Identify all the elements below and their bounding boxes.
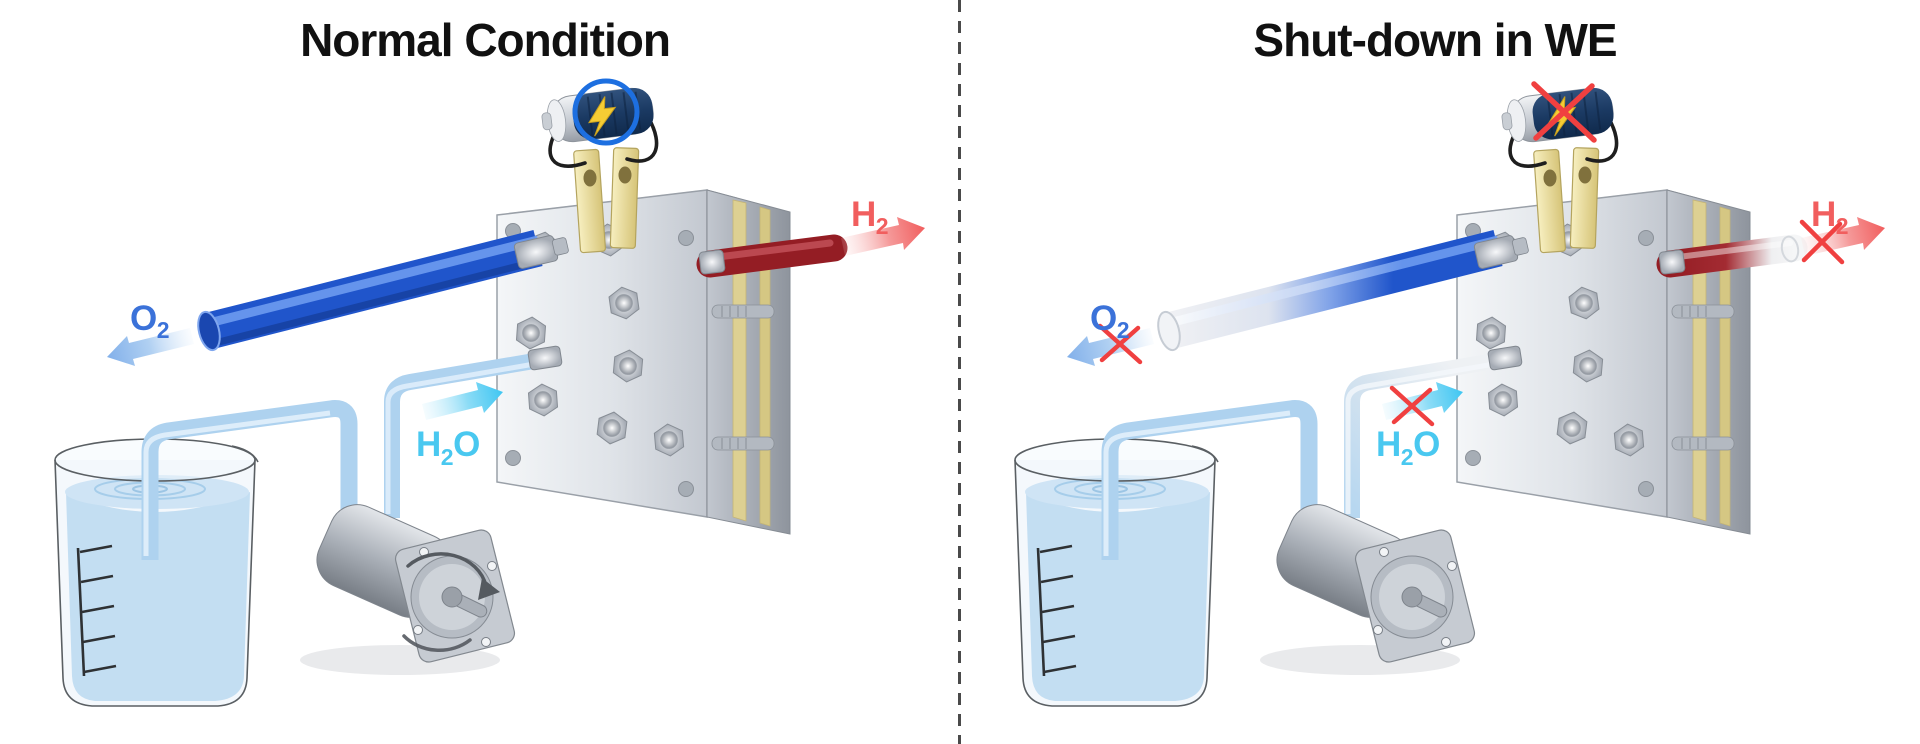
rotation-arrow-icon [402, 552, 500, 652]
water-tube-pump-to-cell-empty [1344, 351, 1508, 518]
panel-title: Shut-down in WE [1253, 14, 1616, 66]
water-flow-arrow [1382, 382, 1463, 420]
hydrogen-tube-emptying [1656, 234, 1808, 278]
oxygen-label: O2 [1090, 299, 1129, 343]
water-label: H2O [1376, 425, 1440, 470]
hydrogen-stopped-cross-icon [1799, 219, 1845, 265]
hydrogen-tube [696, 234, 848, 278]
water-label: H2O [416, 425, 480, 470]
water-tube-beaker-to-pump [141, 400, 358, 560]
hydrogen-label: H2 [851, 195, 888, 239]
hydrogen-label: H2 [1811, 195, 1848, 239]
water-flow-arrow [422, 382, 503, 420]
battery-off-cross-icon [1531, 81, 1597, 143]
panel-shutdown-in-we: Shut-down in WE [960, 14, 1885, 744]
battery-active-circle-indicator [572, 78, 640, 146]
oxygen-tube [197, 230, 543, 352]
hydrogen-flow-arrow [1801, 217, 1885, 256]
panel-normal-condition: Normal Condition [0, 14, 925, 744]
hydrogen-flow-arrow [841, 217, 925, 256]
oxygen-flow-arrow [107, 328, 194, 366]
water-stopped-cross-icon [1389, 385, 1435, 427]
panel-title: Normal Condition [300, 14, 670, 66]
oxygen-flow-arrow [1067, 328, 1154, 366]
water-tube-beaker-to-pump [1101, 400, 1318, 560]
oxygen-tube-emptying [1157, 230, 1503, 352]
panel-divider-dashed-line [958, 0, 961, 744]
oxygen-stopped-cross-icon [1097, 323, 1143, 365]
oxygen-label: O2 [130, 299, 169, 343]
water-tube-pump-to-cell [384, 351, 548, 518]
